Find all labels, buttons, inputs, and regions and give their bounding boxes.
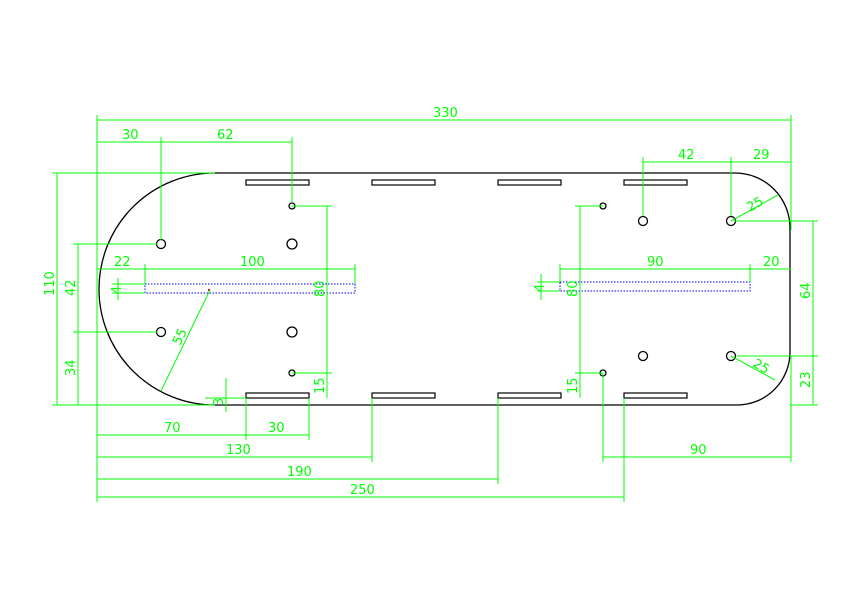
slot-bottom-4 [623, 392, 688, 399]
slot-bottom-2 [371, 392, 436, 399]
dim-right-64: 64 [799, 282, 814, 299]
dim-radius-25-bottom: 25 [750, 356, 772, 377]
dim-bottom-right-90: 90 [690, 443, 707, 458]
hole [637, 215, 649, 227]
dim-left-4: 4 [110, 286, 125, 294]
slot-top-2 [371, 179, 436, 186]
dotted-slot-right [559, 281, 751, 292]
dim-slot-100: 100 [240, 255, 265, 270]
dimension-lines [52, 115, 818, 502]
dotted-slot-left [144, 283, 356, 294]
hole [637, 350, 649, 362]
dim-top-29: 29 [753, 148, 770, 163]
dim-overall-length: 330 [433, 106, 458, 121]
slot-bottom-1 [245, 392, 310, 399]
dim-bottom-130: 130 [226, 443, 251, 458]
slot-bottom-3 [497, 392, 562, 399]
hole [286, 326, 298, 338]
dim-left-34: 34 [64, 359, 79, 376]
dim-top-42: 42 [678, 148, 695, 163]
dim-left-22: 22 [114, 255, 131, 270]
dim-right-20: 20 [763, 255, 780, 270]
dim-top-30: 30 [122, 128, 139, 143]
dim-radius-25-top: 25 [745, 194, 767, 215]
dim-left-42: 42 [64, 279, 79, 296]
part-geometry [98, 172, 791, 406]
hole [155, 238, 167, 250]
slot-top-3 [497, 179, 562, 186]
hole [725, 350, 737, 362]
dim-right-23: 23 [799, 371, 814, 388]
dim-vert-80-left: 80 [313, 280, 328, 297]
dim-right-90: 90 [647, 255, 664, 270]
marker-dot [208, 289, 210, 291]
dim-bottom-30: 30 [268, 421, 285, 436]
slot-top-4 [623, 179, 688, 186]
dim-small-3: 3 [212, 398, 227, 406]
part-outline [98, 172, 791, 406]
dim-bottom-250: 250 [350, 483, 375, 498]
dim-top-62: 62 [217, 128, 234, 143]
slot-top-1 [245, 179, 310, 186]
dim-right-4: 4 [533, 284, 548, 292]
hole [155, 326, 167, 338]
dim-vert-80-right: 80 [566, 280, 581, 297]
dim-vert-15-left: 15 [313, 377, 328, 394]
dim-bottom-70: 70 [164, 421, 181, 436]
dim-height-110: 110 [43, 271, 58, 296]
dim-radius-55: 55 [170, 326, 191, 347]
hole [286, 238, 298, 250]
dimension-labels: 330 30 62 42 29 110 42 34 22 100 4 4 90 … [43, 106, 814, 498]
dim-vert-15-right: 15 [566, 377, 581, 394]
dim-bottom-190: 190 [287, 465, 312, 480]
